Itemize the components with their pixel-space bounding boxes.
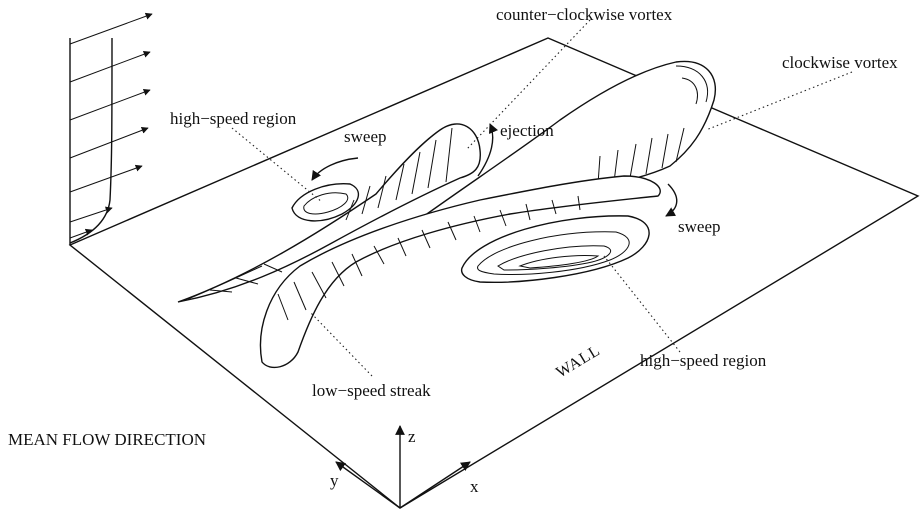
label-sweep-left: sweep bbox=[344, 127, 386, 146]
label-ejection: ejection bbox=[500, 121, 554, 140]
leader-low-speed-streak bbox=[310, 312, 372, 376]
leader-clockwise-vortex bbox=[706, 72, 852, 130]
label-wall: WALL bbox=[553, 342, 603, 382]
label-clockwise-vortex: clockwise vortex bbox=[782, 53, 898, 72]
sweep-arrow-left bbox=[312, 158, 358, 180]
velocity-profile bbox=[70, 14, 152, 245]
leader-high-speed-region-left bbox=[232, 128, 322, 202]
label-sweep-right: sweep bbox=[678, 217, 720, 236]
label-high-speed-region-right: high−speed region bbox=[640, 351, 767, 370]
axis-label-x: x bbox=[470, 477, 479, 496]
label-low-speed-streak: low−speed streak bbox=[312, 381, 431, 400]
coordinate-axes bbox=[336, 426, 470, 508]
high-speed-contour-right bbox=[462, 216, 649, 282]
leader-high-speed-region-right bbox=[604, 256, 680, 352]
axis-label-y: y bbox=[330, 471, 339, 490]
low-speed-streak-surface bbox=[261, 176, 661, 367]
sweep-arrow-right bbox=[666, 184, 677, 216]
label-high-speed-region-left: high−speed region bbox=[170, 109, 297, 128]
label-mean-flow-direction: MEAN FLOW DIRECTION bbox=[8, 430, 206, 449]
axis-label-z: z bbox=[408, 427, 416, 446]
label-counter-clockwise-vortex: counter−clockwise vortex bbox=[496, 5, 673, 24]
